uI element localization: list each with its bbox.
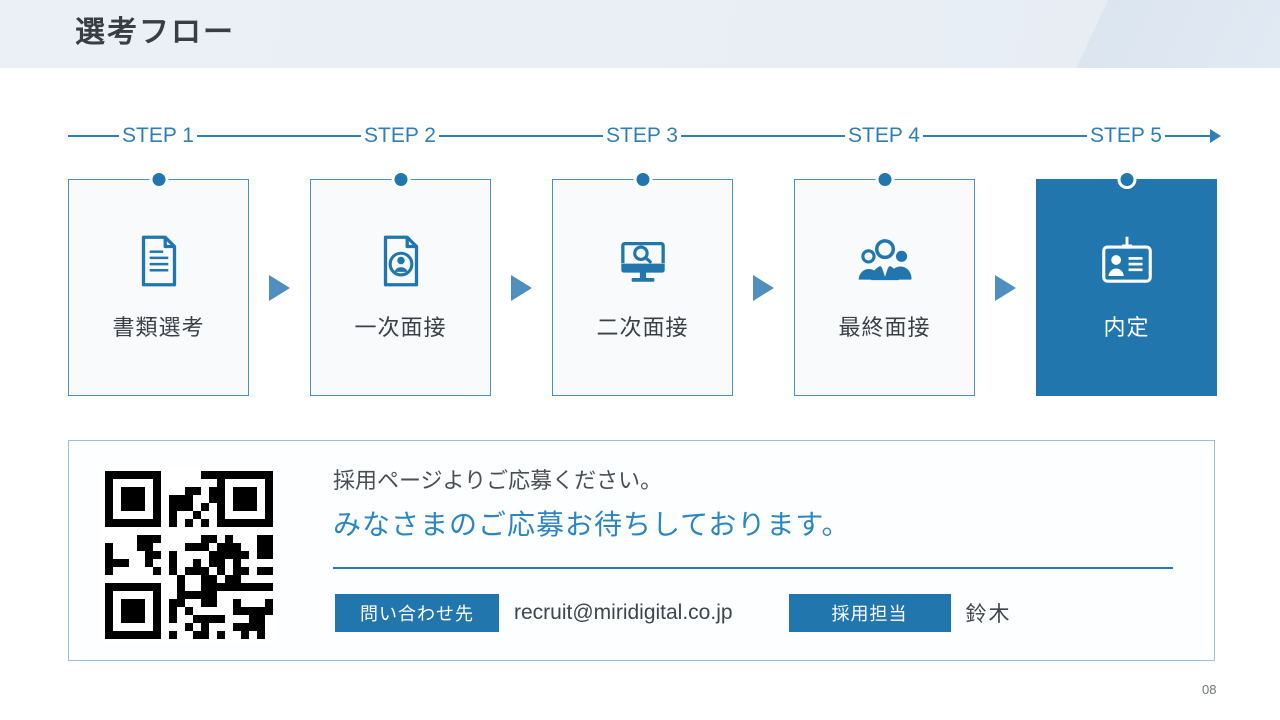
people-group-icon [858,239,911,281]
pin-dot-icon [875,170,894,189]
step-5-name: 内定 [1103,315,1150,340]
step-3-label: STEP 3 [603,122,681,150]
arrow-right-icon [1210,129,1221,143]
arrow-right-icon [511,274,532,301]
arrow-right-icon [753,274,774,301]
step-2-label: STEP 2 [361,122,439,150]
document-icon [141,235,176,287]
monitor-search-icon [620,241,665,282]
id-card-icon [1101,236,1152,283]
step-card-2: 一次面接 [310,170,491,396]
pin-dot-icon [149,170,168,189]
arrow-cell [975,179,1036,396]
step-1-label: STEP 1 [119,122,197,150]
slide-header: 選考フロー [0,0,1280,68]
recruiter-name: 鈴木 [965,603,1012,626]
step-progress-line: STEP 1 STEP 2 STEP 3 STEP 4 STEP 5 [68,122,1221,150]
apply-note: 採用ページよりご応募ください。 [333,468,663,493]
contact-box: 採用ページよりご応募ください。 みなさまのご応募お待ちしております。 問い合わせ… [68,440,1215,661]
step-4-name: 最終面接 [838,315,931,340]
step-2-name: 一次面接 [354,315,447,340]
apply-message: みなさまのご応募お待ちしております。 [333,509,851,540]
step-card-1: 書類選考 [68,170,249,396]
pin-dot-icon [391,170,410,189]
step-card-3: 二次面接 [552,170,733,396]
arrow-right-icon [269,274,290,301]
arrow-cell [733,179,794,396]
recruiter-label-badge: 採用担当 [788,594,951,632]
step-1-name: 書類選考 [112,315,205,340]
steps-row: 書類選考 一次面接 [68,170,1217,396]
arrow-right-icon [995,274,1016,301]
contact-label-badge: 問い合わせ先 [335,594,499,632]
step-4-label: STEP 4 [845,122,923,150]
arrow-cell [249,179,310,396]
step-card-5: 内定 [1036,170,1217,396]
page-number: 08 [1202,682,1217,697]
step-5-label: STEP 5 [1087,122,1165,150]
pin-dot-icon [1117,170,1136,189]
resume-icon [383,235,418,287]
step-3-name: 二次面接 [596,315,689,340]
arrow-cell [491,179,552,396]
contact-email: recruit@miridigital.co.jp [514,601,733,624]
pin-dot-icon [633,170,652,189]
page-title: 選考フロー [75,16,235,49]
contact-row: 問い合わせ先 recruit@miridigital.co.jp 採用担当 鈴木 [335,594,1175,632]
step-card-4: 最終面接 [794,170,975,396]
divider [333,567,1173,569]
qr-code [101,467,277,643]
